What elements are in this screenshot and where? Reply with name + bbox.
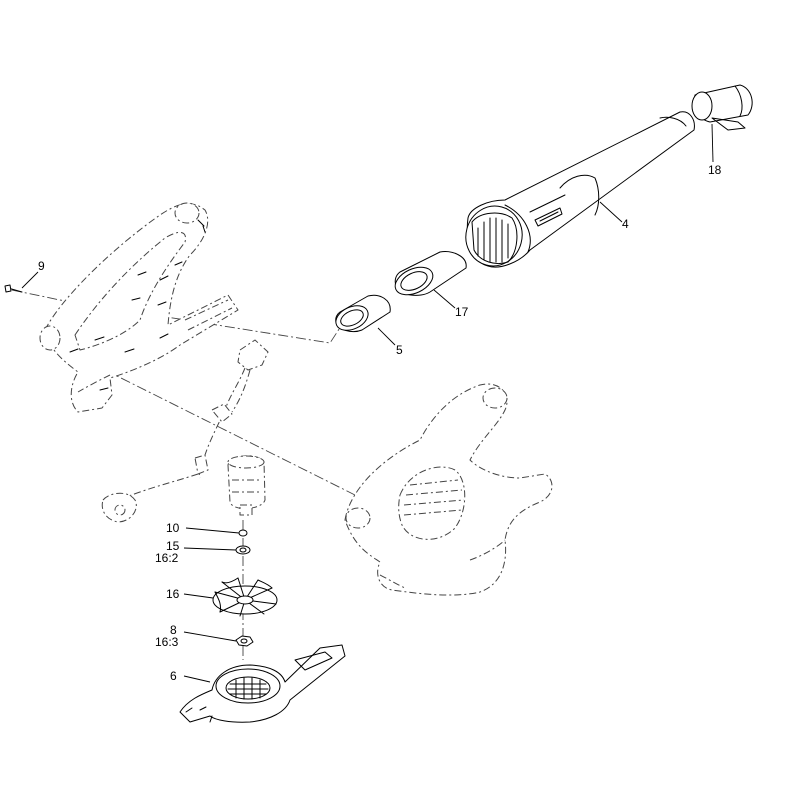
leader-lines (21, 123, 714, 683)
handle-boss-top (174, 202, 200, 224)
callout-4: 4 (622, 217, 629, 231)
switch-and-cord-harness (101, 339, 269, 523)
motor (227, 455, 266, 516)
callout-6: 6 (170, 669, 177, 683)
axis-handle-to-housing (104, 369, 366, 501)
callout-10: 10 (166, 521, 180, 535)
nozzle-short (335, 294, 391, 333)
callout-15: 15 (166, 539, 180, 553)
fan-cover (179, 644, 346, 723)
callout-5: 5 (396, 343, 403, 357)
scraper-tip (691, 84, 753, 131)
callout-9: 9 (38, 259, 45, 273)
callouts: 9 18 4 17 5 10 15 16:2 16 8 16:3 6 (38, 163, 722, 683)
callout-16: 16 (166, 587, 180, 601)
handle-half-left (39, 202, 239, 413)
blower-tube (465, 111, 695, 268)
callout-16-2: 16:2 (155, 551, 179, 565)
screw (4, 284, 23, 293)
main-housing (344, 383, 553, 596)
callout-18: 18 (708, 163, 722, 177)
nut-lower (235, 635, 254, 647)
fan-impeller (212, 577, 278, 617)
callout-8: 8 (170, 623, 177, 637)
switch (237, 339, 269, 371)
callout-17: 17 (455, 305, 469, 319)
washer-10 (238, 529, 248, 537)
connector (211, 403, 233, 423)
nozzle-extension (394, 251, 467, 296)
handle-boss-left (39, 325, 61, 351)
callout-16-3: 16:3 (155, 635, 179, 649)
